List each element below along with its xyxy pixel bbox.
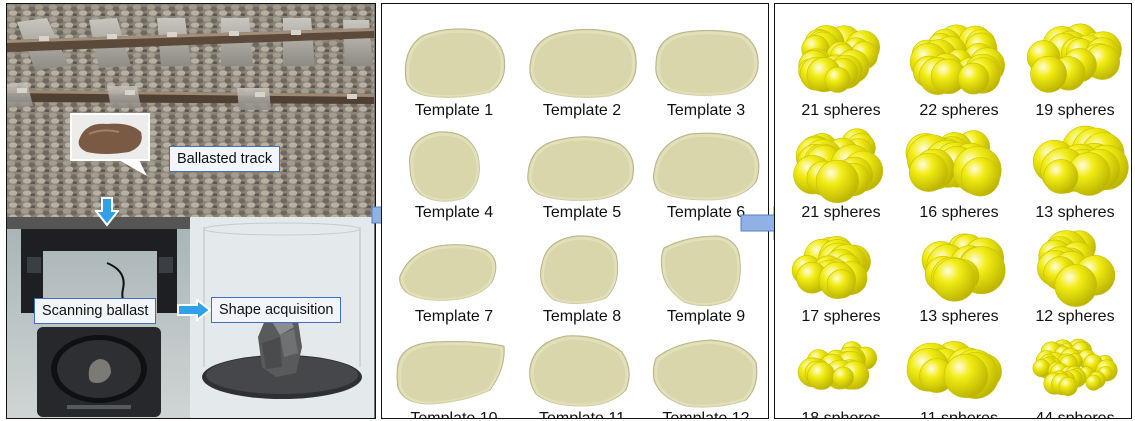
sphere-count-label: 21 spheres [781,204,901,222]
template-1: Template 1 [394,20,514,124]
scanning-ballast-label: Scanning ballast [34,298,156,324]
clump-spheres [1015,20,1132,104]
clump-spheres [899,122,1019,206]
sphere-clump-9: 12 spheres [1015,226,1132,330]
template-5: Template 5 [522,122,642,226]
stone-shape [394,328,514,412]
stone-shape [646,20,766,104]
sphere [1055,265,1097,307]
sphere-count-label: 16 spheres [899,204,1019,222]
sphere-clump-11: 11 spheres [899,328,1019,419]
sphere-clump-6: 13 spheres [1015,122,1132,226]
sphere-clump-7: 17 spheres [781,226,901,330]
template-10: Template 10 [394,328,514,419]
stone-shape [522,226,642,310]
template-label: Template 11 [522,410,642,419]
sphere-count-label: 11 spheres [899,410,1019,419]
template-label: Template 12 [646,410,766,419]
right-arrow [177,299,211,321]
sphere-count-label: 17 spheres [781,308,901,326]
template-8: Template 8 [522,226,642,330]
sphere-clump-2: 22 spheres [899,20,1019,124]
sphere-count-label: 21 spheres [781,102,901,120]
sphere [833,367,854,388]
sphere [909,153,948,192]
clump-spheres [1015,328,1132,412]
sphere-clump-5: 16 spheres [899,122,1019,226]
template-2: Template 2 [522,20,642,124]
clump-spheres [899,20,1019,104]
sphere-clump-3: 19 spheres [1015,20,1132,124]
template-label: Template 8 [522,308,642,326]
clump-spheres [899,226,1019,310]
clump-spheres [781,20,901,104]
sphere [958,63,989,94]
clump-spheres [899,328,1019,412]
template-label: Template 2 [522,102,642,120]
stone-shape [646,328,766,412]
down-arrow [95,197,119,227]
stone-shape [394,20,514,104]
sphere-count-label: 19 spheres [1015,102,1132,120]
stone-shape [394,122,514,206]
template-label: Template 7 [394,308,514,326]
photo-panel: Ballasted track Scanning ballast Shape a… [6,3,376,419]
sphere [825,67,850,92]
clump-spheres [1015,122,1132,206]
sphere-clump-12: 44 spheres [1015,328,1132,419]
template-label: Template 5 [522,204,642,222]
sphere-count-label: 13 spheres [899,308,1019,326]
sphere-count-label: 22 spheres [899,102,1019,120]
stone-shape [394,226,514,310]
sphere [933,258,976,301]
template-label: Template 9 [646,308,766,326]
clump-spheres [781,328,901,412]
template-label: Template 1 [394,102,514,120]
template-12: Template 12 [646,328,766,419]
sphere [816,160,859,203]
clump-spheres [781,226,901,310]
sphere-count-label: 13 spheres [1015,204,1132,222]
sphere-clump-4: 21 spheres [781,122,901,226]
sphere [1044,159,1078,193]
sphere-count-label: 18 spheres [781,410,901,419]
template-3: Template 3 [646,20,766,124]
sphere [961,158,1000,197]
template-label: Template 4 [394,204,514,222]
ballasted-track-photo [7,4,374,217]
sphere [1059,377,1078,396]
clump-spheres [781,122,901,206]
template-11: Template 11 [522,328,642,419]
template-4: Template 4 [394,122,514,226]
sphere [1033,359,1050,376]
sphere [1031,56,1067,92]
sphere [944,354,988,398]
stone-shape [646,122,766,206]
clump-spheres [1015,226,1132,310]
sphere-count-label: 12 spheres [1015,308,1132,326]
sphere-clump-1: 21 spheres [781,20,901,124]
template-label: Template 10 [394,410,514,419]
sphere [807,362,835,390]
template-9: Template 9 [646,226,766,330]
stone-shape [522,328,642,412]
stone-shape [522,20,642,104]
sphere [1086,375,1101,390]
template-label: Template 3 [646,102,766,120]
sphere-clump-10: 18 spheres [781,328,901,419]
sphere [827,270,855,298]
ballasted-track-label: Ballasted track [169,146,280,172]
template-7: Template 7 [394,226,514,330]
sphere-count-label: 44 spheres [1015,410,1132,419]
sphere-clump-8: 13 spheres [899,226,1019,330]
stone-shape [522,122,642,206]
shape-acquisition-label: Shape acquisition [211,297,341,323]
